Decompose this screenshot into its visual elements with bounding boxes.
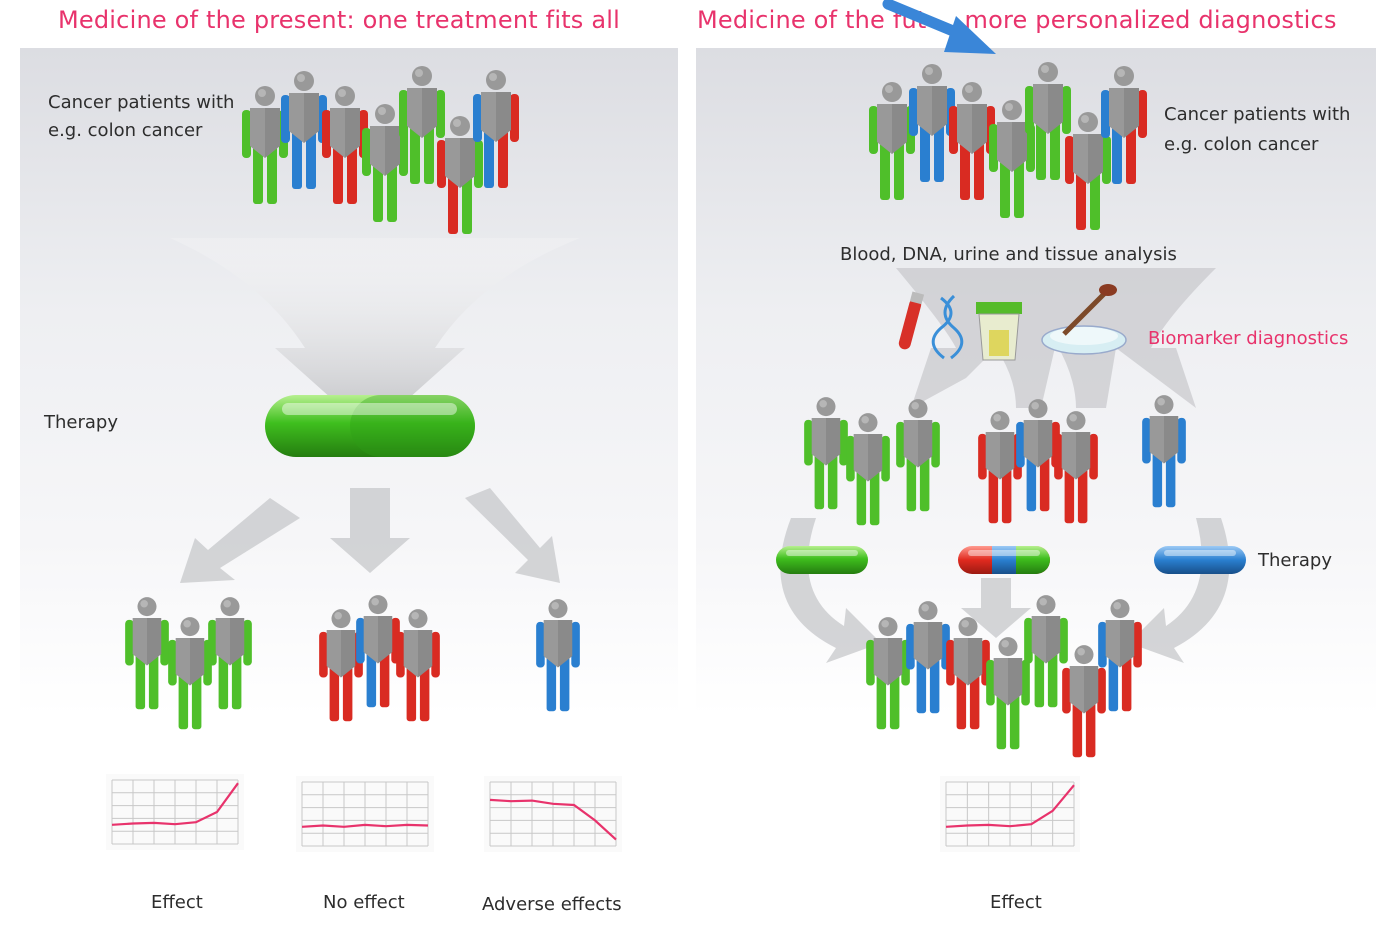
patient-figure-group-red (1054, 411, 1098, 524)
patient-figure (399, 66, 445, 184)
analysis-label: Blood, DNA, urine and tissue analysis (840, 244, 1177, 265)
patient-figure-result (946, 617, 990, 730)
right-title-part1: Medicine of the fut (697, 6, 927, 34)
patient-figure-group-blue (1142, 395, 1186, 508)
patient-figure-result (1098, 599, 1142, 712)
patient-figure-group-red (978, 411, 1022, 524)
blue-pill (1154, 546, 1246, 574)
patient-figure (989, 100, 1035, 218)
future-medicine-panel: Cancer patients with e.g. colon cancer B… (696, 48, 1376, 938)
patient-figure-no-effect (396, 609, 440, 722)
left-patients-label-2: e.g. colon cancer (48, 120, 203, 141)
patient-figure-group-green (846, 413, 890, 526)
patient-figure (1065, 112, 1111, 230)
urine-cup-icon (976, 302, 1022, 361)
right-patients-label-2: e.g. colon cancer (1164, 134, 1319, 155)
patient-figure (473, 70, 519, 188)
patient-figure (281, 71, 327, 189)
dna-icon (931, 294, 964, 360)
left-panel-title: Medicine of the present: one treatment f… (58, 6, 620, 34)
patient-figure (242, 86, 288, 204)
funnel-arrow (170, 238, 580, 433)
outcome-label-adverse-effects: Adverse effects (482, 894, 622, 915)
patient-figure (322, 86, 368, 204)
patient-figure-effect (168, 617, 212, 730)
arrow-right-branch (465, 488, 560, 583)
present-medicine-diagram (125, 66, 580, 730)
right-outcome-label-effect: Effect (990, 892, 1042, 913)
future-medicine-diagram (776, 62, 1246, 758)
patient-figure-result (906, 601, 950, 714)
patient-figure (949, 82, 995, 200)
curve-arrow-left (780, 518, 881, 663)
patient-figure-result (1062, 645, 1106, 758)
patient-figure-result (986, 637, 1030, 750)
test-tube-icon (898, 291, 925, 350)
right-therapy-label: Therapy (1258, 550, 1332, 571)
arrow-left-branch (180, 498, 300, 583)
curve-arrow-middle (961, 578, 1031, 638)
trend-line (301, 823, 429, 828)
biomarker-diagnostics-label: Biomarker diagnostics (1148, 328, 1349, 349)
trend-line (111, 782, 239, 826)
patient-figure (869, 82, 915, 200)
outcome-label-no-effect: No effect (323, 892, 405, 913)
patient-figure-result (1024, 595, 1068, 708)
patient-figure-effect (125, 597, 169, 710)
patient-figure (437, 116, 483, 234)
patient-figure-group-green (804, 397, 848, 510)
left-therapy-label: Therapy (44, 412, 118, 433)
patient-figure-group-red (1016, 399, 1060, 512)
right-patients-label-1: Cancer patients with (1164, 104, 1351, 125)
patient-figure (362, 104, 408, 222)
cursor-arrow-icon (882, 0, 996, 54)
effect-chart (106, 774, 244, 850)
curve-arrow-right (1129, 518, 1230, 663)
patient-figure-group-green (896, 399, 940, 512)
arrow-middle-branch (330, 488, 410, 573)
red-blue-pill (958, 546, 1050, 574)
right-title-part2: more personalized diagnostics (964, 6, 1337, 34)
patient-figure-no-effect (356, 595, 400, 708)
left-patients-label-1: Cancer patients with (48, 92, 235, 113)
patient-figure (909, 64, 955, 182)
patient-figure-effect (208, 597, 252, 710)
green-pill-small (776, 546, 868, 574)
petri-dish-icon (1041, 284, 1127, 355)
outcome-label-effect: Effect (151, 892, 203, 913)
patient-figure (1101, 66, 1147, 184)
green-pill (265, 395, 475, 457)
present-medicine-panel: Cancer patients with e.g. colon cancer T… (20, 48, 678, 938)
right-effect-chart (940, 776, 1080, 852)
no-effect-chart (296, 776, 434, 852)
patient-figure-adverse (536, 599, 580, 712)
trend-line (489, 798, 617, 841)
adverse-effects-chart (484, 776, 622, 852)
patient-figure (1025, 62, 1071, 180)
trend-line (945, 784, 1075, 828)
right-panel-title: Medicine of the fut more personalized dia… (697, 6, 1337, 34)
patient-figure-result (866, 617, 910, 730)
